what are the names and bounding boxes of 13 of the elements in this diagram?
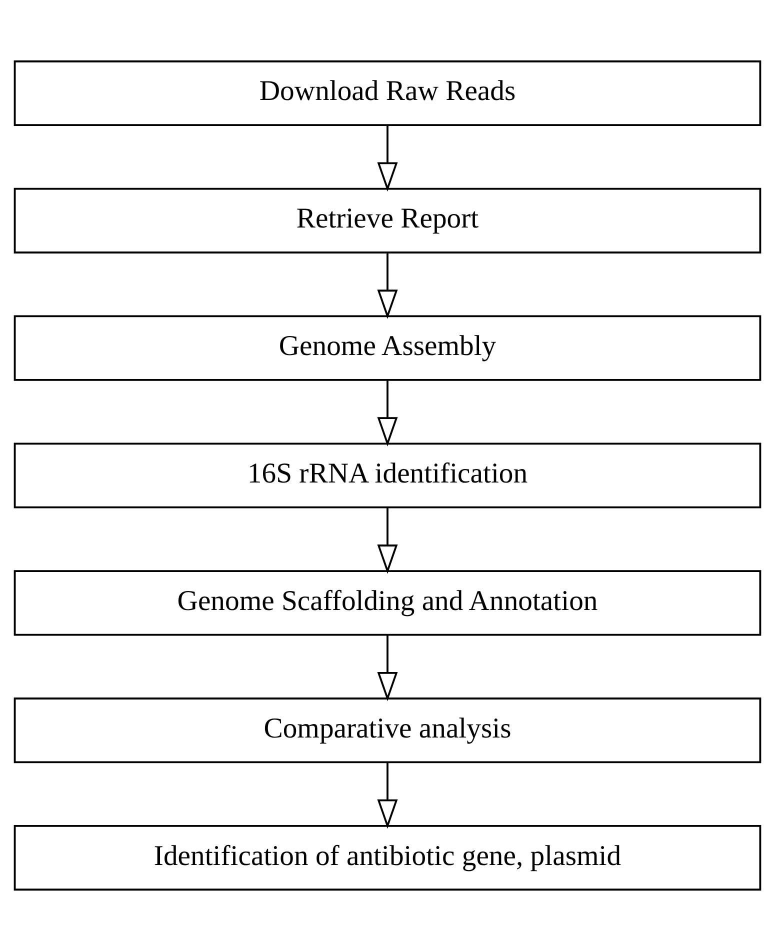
arrow	[377, 762, 398, 828]
arrow	[377, 252, 398, 319]
arrow	[377, 125, 398, 192]
node-box: Retrieve Report	[14, 187, 762, 253]
arrow	[377, 507, 398, 574]
node-box: 16S rRNA identification	[14, 442, 762, 508]
arrow	[377, 380, 398, 446]
node-box: Download Raw Reads	[14, 60, 762, 126]
arrow	[377, 634, 398, 701]
node-box: Comparative analysis	[14, 697, 762, 763]
node-box: Genome Scaffolding and Annotation	[14, 570, 762, 636]
node-box: Genome Assembly	[14, 314, 762, 380]
node-box: Identification of antibiotic gene, plasmid	[14, 824, 762, 890]
